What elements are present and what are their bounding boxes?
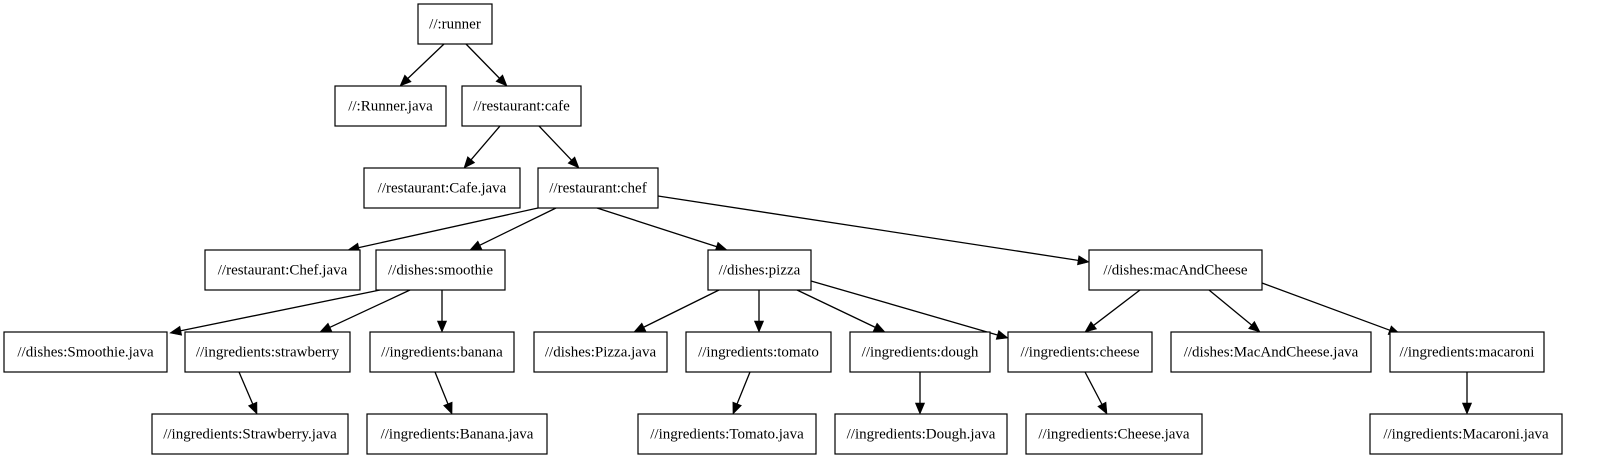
graph-edge [434,371,453,415]
graph-node-ing_dough[interactable]: //ingredients:dough [849,331,991,373]
node-label: //:runner [429,16,481,32]
node-box[interactable] [1369,413,1563,455]
node-box[interactable] [834,413,1008,455]
graph-node-banana_java[interactable]: //ingredients:Banana.java [366,413,548,455]
graph-node-smoothie_java[interactable]: //dishes:Smoothie.java [3,331,168,373]
node-label: //dishes:smoothie [388,262,493,278]
graph-edge [319,289,411,333]
node-label: //ingredients:banana [381,344,503,360]
node-label: //ingredients:strawberry [196,344,340,360]
node-box[interactable] [151,413,349,455]
graph-edge [810,280,1009,340]
node-box[interactable] [3,331,168,373]
graph-edge [465,43,508,87]
graph-edge [1208,289,1261,333]
graph-node-cheese_java[interactable]: //ingredients:Cheese.java [1025,413,1203,455]
node-label: //restaurant:Chef.java [218,262,348,278]
node-label: //ingredients:Strawberry.java [163,426,337,442]
graph-node-ing_tomato[interactable]: //ingredients:tomato [685,331,832,373]
graph-node-cafe_java[interactable]: //restaurant:Cafe.java [363,167,521,209]
node-box[interactable] [1088,249,1263,291]
graph-node-mac_java[interactable]: //dishes:MacAndCheese.java [1170,331,1372,373]
node-box[interactable] [533,331,668,373]
graph-edge [436,290,448,333]
graph-edge [796,289,886,333]
graph-node-dishes_pizza[interactable]: //dishes:pizza [707,249,812,291]
graph-edge [169,289,381,336]
node-label: //restaurant:chef [549,180,646,196]
node-label: //ingredients:Macaroni.java [1383,426,1549,442]
node-label: //ingredients:Banana.java [381,426,534,442]
graph-node-tomato_java[interactable]: //ingredients:Tomato.java [637,413,817,455]
graph-node-strawberry_java[interactable]: //ingredients:Strawberry.java [151,413,349,455]
graph-node-restaurant_chef[interactable]: //restaurant:chef [537,167,659,209]
graph-node-ing_cheese[interactable]: //ingredients:cheese [1007,331,1153,373]
node-box[interactable] [369,331,515,373]
graph-edge [469,207,557,251]
graph-node-runner[interactable]: //:runner [417,3,493,45]
node-label: //ingredients:dough [862,344,979,360]
node-label: //ingredients:Dough.java [847,426,996,442]
graph-edge [238,371,258,415]
node-label: //dishes:Smoothie.java [17,344,154,360]
node-label: //dishes:MacAndCheese.java [1184,344,1359,360]
graph-edge [1084,289,1141,333]
graph-node-macaroni_java[interactable]: //ingredients:Macaroni.java [1369,413,1563,455]
node-label: //ingredients:cheese [1020,344,1139,360]
node-label: //dishes:macAndCheese [1103,262,1247,278]
node-label: //ingredients:Cheese.java [1038,426,1190,442]
node-box[interactable] [375,249,506,291]
node-label: //restaurant:Cafe.java [378,180,507,196]
node-box[interactable] [366,413,548,455]
node-box[interactable] [417,3,493,45]
graph-node-ing_macaroni[interactable]: //ingredients:macaroni [1389,331,1545,373]
node-box[interactable] [537,167,659,209]
node-box[interactable] [334,85,447,127]
node-label: //dishes:Pizza.java [545,344,657,360]
graph-node-ing_banana[interactable]: //ingredients:banana [369,331,515,373]
node-box[interactable] [461,85,582,127]
graph-node-runner_java[interactable]: //:Runner.java [334,85,447,127]
node-label: //ingredients:macaroni [1400,344,1535,360]
graph-edge [538,125,580,169]
graph-node-dishes_smoothie[interactable]: //dishes:smoothie [375,249,506,291]
graph-edge [463,125,501,169]
graph-edge [732,371,751,415]
node-box[interactable] [1389,331,1545,373]
node-box[interactable] [363,167,521,209]
nodes-layer: //:runner //:Runner.java //restaurant:cafe… [3,3,1563,455]
graph-edge [1261,282,1401,335]
node-label: //ingredients:tomato [698,344,819,360]
graph-node-ing_strawberry[interactable]: //ingredients:strawberry [184,331,351,373]
node-box[interactable] [204,249,361,291]
graph-node-dishes_mac[interactable]: //dishes:macAndCheese [1088,249,1263,291]
graph-node-chef_java[interactable]: //restaurant:Chef.java [204,249,361,291]
node-label: //restaurant:cafe [473,98,570,114]
node-label: //:Runner.java [348,98,433,114]
node-box[interactable] [707,249,812,291]
graph-edge [1461,372,1473,415]
graph-edge [1084,371,1108,415]
graph-edge [914,372,926,415]
graph-edge [596,207,728,252]
node-box[interactable] [685,331,832,373]
graph-edge [657,195,1090,266]
graph-node-pizza_java[interactable]: //dishes:Pizza.java [533,331,668,373]
graph-edge [633,289,720,333]
node-label: //ingredients:Tomato.java [650,426,804,442]
node-box[interactable] [1170,331,1372,373]
node-box[interactable] [1007,331,1153,373]
node-box[interactable] [849,331,991,373]
node-label: //dishes:pizza [719,262,801,278]
graph-edge [753,290,765,333]
node-box[interactable] [637,413,817,455]
graph-node-restaurant_cafe[interactable]: //restaurant:cafe [461,85,582,127]
node-box[interactable] [1025,413,1203,455]
graph-node-dough_java[interactable]: //ingredients:Dough.java [834,413,1008,455]
graph-edge [399,43,445,87]
node-box[interactable] [184,331,351,373]
